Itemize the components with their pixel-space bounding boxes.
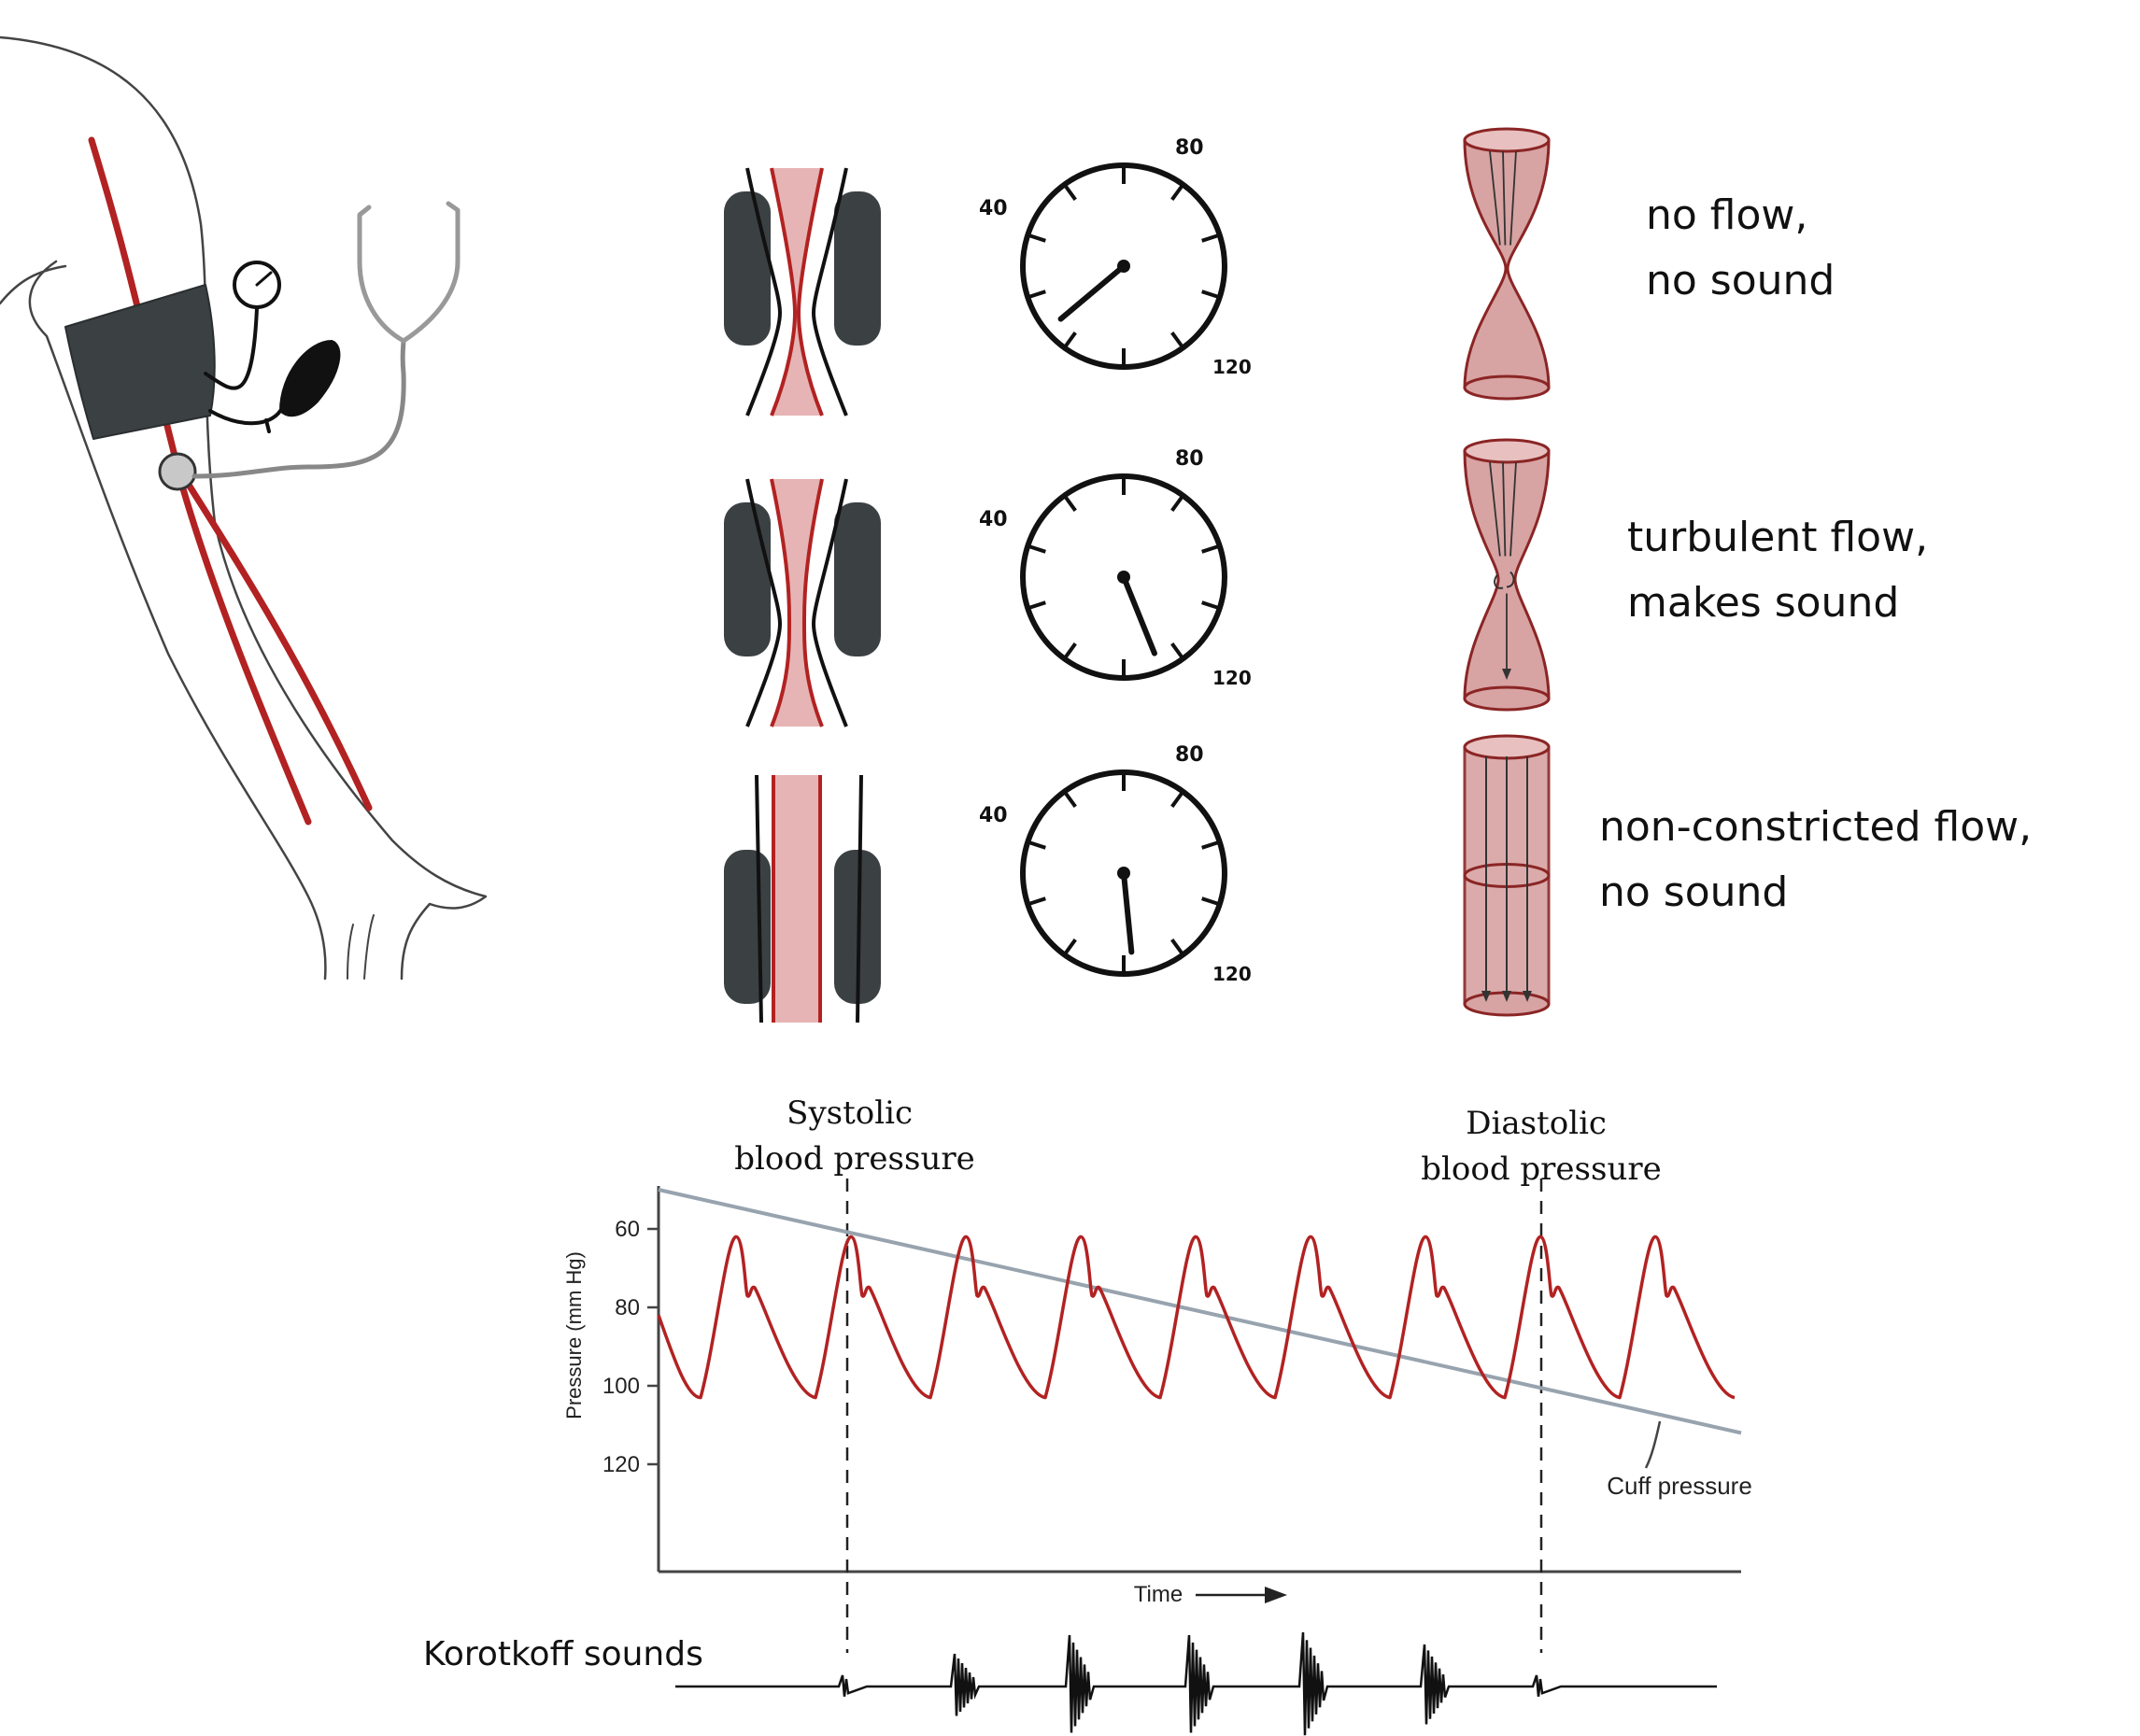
panel-row-1: 80 40 120 no flow,no sound [724,127,1835,416]
gauge-label-bottom: 120 [1212,356,1252,378]
vessel-section [724,478,881,727]
vessel-section [724,774,881,1023]
vessel-section [724,167,881,416]
gauge-tube [204,306,259,390]
stethoscope-earpiece-left [357,205,406,344]
stethoscope-earpiece-right [401,201,461,344]
pressure-gauge-icon: 80 40 120 [979,447,1252,689]
panel-row-2: 80 40 120 turbulent flow,makes sound [724,438,1928,727]
y-tick-label: 60 [615,1217,640,1242]
y-tick-label: 100 [602,1374,640,1399]
artery [88,136,312,826]
gauge-needle [1057,263,1127,322]
gauge-label-left: 40 [979,804,1008,827]
flow-caption: no flow,no sound [1646,191,1835,304]
y-tick-label: 80 [615,1295,640,1320]
flow-shape-icon [1463,127,1551,401]
flow-caption: turbulent flow,makes sound [1627,514,1928,627]
gauge-label-bottom: 120 [1212,667,1252,689]
gauge-needle [1121,574,1157,656]
gauge-label-bottom: 120 [1212,963,1252,985]
stethoscope-chestpiece-icon [158,452,197,491]
gauge-label-top: 80 [1175,743,1204,767]
y-axis-label: Pressure (mm Hg) [562,1251,586,1419]
flow-caption: non-constricted flow,no sound [1599,803,2032,916]
korotkoff-trace [675,1631,1717,1736]
arm-illustration [0,35,488,981]
shoulder-line [0,264,67,305]
cuff-label-leader [1644,1420,1662,1469]
panel-row-3: 80 40 120 non-constricted flow,no sound [724,734,2032,1023]
gauge-label-left: 40 [979,508,1008,531]
cuff-band [64,284,216,440]
cuff-pressure-label: Cuff pressure [1607,1472,1752,1500]
gauge-label-top: 80 [1175,136,1204,160]
artery-branch [174,463,373,812]
pressure-gauge-icon: 80 40 120 [979,136,1252,378]
diastolic-label: Diastolic blood pressure [1421,1105,1661,1188]
time-arrow-icon [1265,1587,1287,1603]
gauge-label-top: 80 [1175,447,1204,471]
blood-pressure-waveform [657,1235,1736,1400]
flow-shape-icon [1463,438,1551,712]
cuff-pressure-line [658,1188,1742,1435]
arm-outline-outer [0,35,488,981]
squeeze-bulb-icon [279,340,341,417]
hand-outline [347,914,375,980]
korotkoff-label: Korotkoff sounds [423,1635,703,1673]
pressure-chart: 60 80 100 120 Pressure (mm Hg) Time Systoli… [562,1094,1752,1653]
systolic-label: Systolic blood pressure [734,1094,974,1178]
flow-shape-icon [1463,734,1551,1017]
y-tick-label: 120 [602,1452,640,1477]
pressure-gauge-icon: 80 40 120 [979,743,1252,985]
x-axis-label: Time [1134,1582,1183,1607]
stethoscope-tube [191,338,406,479]
gauge-label-left: 40 [979,197,1008,220]
gauge-needle [1121,870,1135,955]
arm-outline-inner [28,260,327,981]
korotkoff-sounds: Korotkoff sounds [423,1631,1717,1736]
